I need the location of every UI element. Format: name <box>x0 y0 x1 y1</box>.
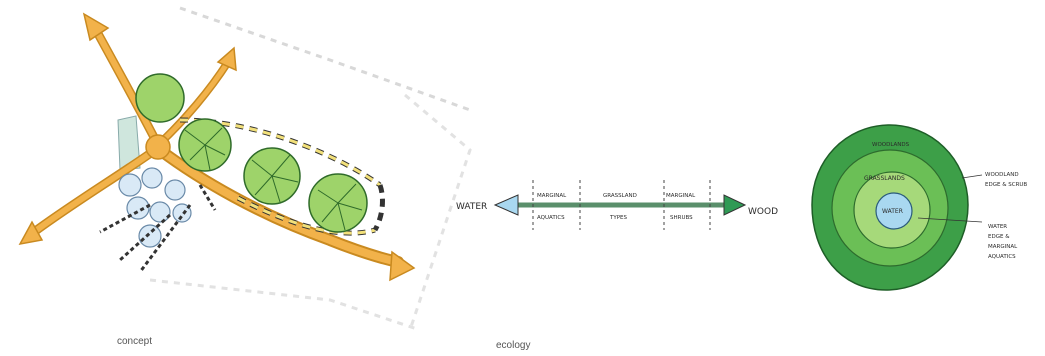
pond-icon <box>118 167 192 248</box>
zone-top-3: MARGINAL <box>666 193 696 199</box>
note-water-2: EDGE & <box>988 234 1010 240</box>
entrance-strip <box>117 115 141 171</box>
wood-label: WOOD <box>748 207 778 217</box>
arrow-north-east <box>216 46 237 72</box>
concept-diagram <box>18 6 472 332</box>
note-water-4: AQUATICS <box>988 254 1016 260</box>
concept-caption: concept <box>117 336 153 347</box>
ecology-gradient: WATER WOOD MARGINAL GRASSLAND MARGINAL A… <box>456 180 778 230</box>
grasslands-label: GRASSLANDS <box>864 175 905 182</box>
note-woodland-1: WOODLAND <box>985 172 1019 178</box>
water-center-label: WATER <box>882 208 903 215</box>
arrow-south-west <box>18 220 44 246</box>
habitat-rings: WOODLANDS GRASSLANDS WATER WOODLAND EDGE… <box>811 124 1027 291</box>
note-woodland-2: EDGE & SCRUB <box>985 182 1027 188</box>
site-boundary-lower <box>149 278 421 332</box>
arrow-north-west <box>82 12 110 42</box>
leader-2 <box>917 217 983 223</box>
zone-bottom-3: SHRUBS <box>670 215 693 221</box>
zone-bottom-1: AQUATICS <box>537 215 565 221</box>
site-boundary <box>179 6 471 112</box>
tree-canopy-icon <box>243 147 301 205</box>
tree-canopy-icon <box>308 173 368 233</box>
note-water-1: WATER <box>988 224 1007 230</box>
dashed-arrows <box>99 184 217 273</box>
path-hub <box>145 134 171 160</box>
zone-bottom-2: TYPES <box>609 215 628 221</box>
leader-1 <box>961 174 983 179</box>
ecology-caption: ecology <box>496 340 531 351</box>
note-water-3: MARGINAL <box>988 244 1018 250</box>
woodlands-label: WOODLANDS <box>872 142 910 148</box>
zone-top-1: MARGINAL <box>537 193 567 199</box>
tree-canopy-icon <box>135 73 185 123</box>
water-label: WATER <box>456 202 487 212</box>
wood-arrow-icon <box>723 194 747 216</box>
tree-canopy-icon <box>178 118 232 172</box>
water-arrow-icon <box>493 194 519 216</box>
zone-top-2: GRASSLAND <box>603 193 637 199</box>
site-boundary-right <box>404 93 472 331</box>
zone-dividers <box>532 180 711 230</box>
water-pond-icon <box>875 192 913 230</box>
arrow-south-east <box>389 250 416 282</box>
dashed-trail-end <box>372 184 385 232</box>
